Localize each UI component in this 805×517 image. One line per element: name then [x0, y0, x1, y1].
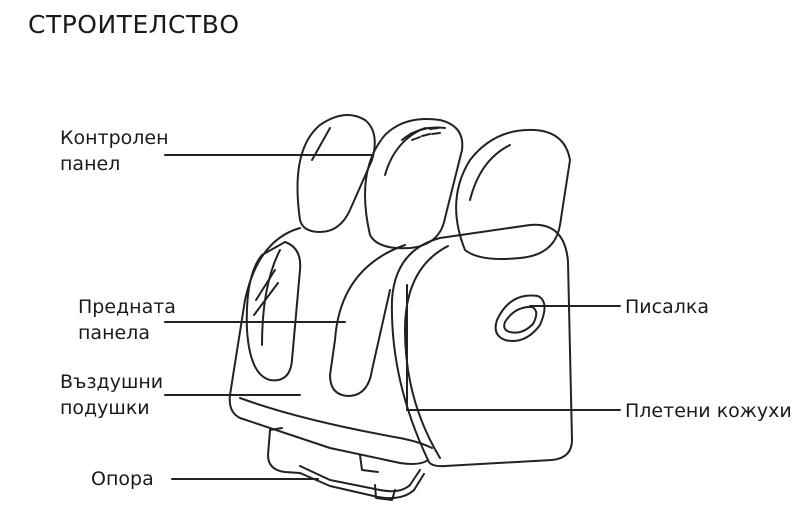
support-frame — [267, 427, 425, 501]
label-airbags-line1: Въздушни — [60, 371, 164, 393]
label-airbags: Въздушни подушки — [60, 369, 163, 421]
label-front-panel: Предната панела — [78, 294, 176, 346]
label-front-panel-line1: Предната — [78, 296, 176, 318]
label-front-panel-line2: панела — [78, 322, 150, 344]
leader-knitted-covers — [406, 284, 621, 411]
page-title: СТРОИТЕЛСТВО — [28, 10, 240, 39]
massager-body — [228, 223, 573, 468]
label-control-panel-line2: панел — [60, 153, 121, 175]
label-control-panel-line1: Контролен — [60, 127, 169, 149]
label-airbags-line2: подушки — [60, 397, 150, 419]
calf-supports — [296, 114, 571, 260]
label-control-panel: Контролен панел — [60, 125, 169, 177]
label-support: Опора — [91, 468, 154, 490]
handle — [494, 294, 546, 342]
label-handle: Писалка — [625, 296, 709, 318]
label-knitted-covers: Плетени кожухи — [625, 400, 792, 422]
leader-lines — [164, 154, 621, 480]
